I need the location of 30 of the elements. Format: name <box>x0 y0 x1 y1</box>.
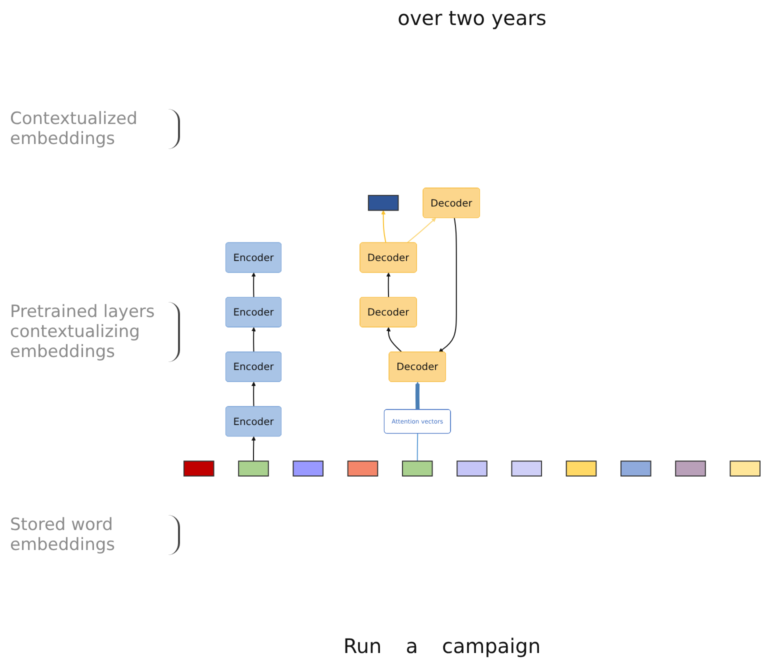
arrow <box>251 327 256 353</box>
arrow <box>251 272 256 298</box>
arrow <box>251 382 256 408</box>
arrow <box>251 436 256 462</box>
node-bar <box>368 194 399 211</box>
connector <box>416 433 418 462</box>
node-bar <box>347 460 378 477</box>
arrow <box>386 272 391 298</box>
node-bar <box>620 460 652 477</box>
node-bar <box>456 460 488 477</box>
arrow <box>386 327 402 353</box>
output-words-label: over two years <box>398 6 546 30</box>
input-word-label: Run <box>343 634 382 658</box>
bracket-label: Contextualized embeddings <box>10 108 180 149</box>
arrow <box>438 218 457 352</box>
bracket-label: Pretrained layers contextualizing embeddings <box>10 302 180 362</box>
node-bar <box>183 460 214 477</box>
input-word-label: a <box>406 634 418 658</box>
input-word-label: campaign <box>442 634 541 658</box>
arrow <box>406 218 436 244</box>
node-bar <box>511 460 542 477</box>
arrow <box>415 382 420 410</box>
node-bar <box>566 460 597 477</box>
arrow <box>381 210 386 244</box>
node-bar <box>675 460 706 477</box>
node-bar <box>238 460 269 477</box>
bracket-label: Stored word embeddings <box>10 515 180 556</box>
node-bar <box>402 460 433 477</box>
node-bar <box>292 460 324 477</box>
node-bar <box>730 460 761 477</box>
